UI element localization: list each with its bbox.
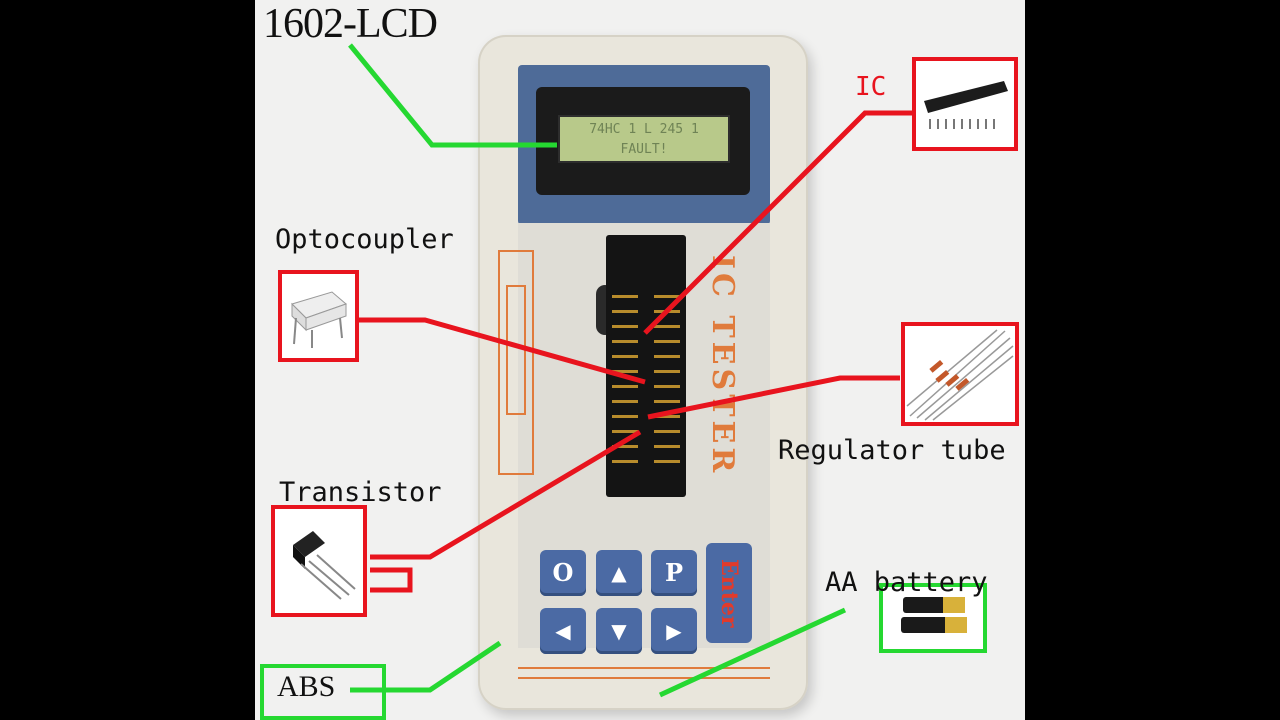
key-enter[interactable]: Enter: [706, 543, 752, 643]
zif-pin: [612, 370, 638, 373]
zif-pin: [654, 295, 680, 298]
label-abs: ABS: [277, 670, 336, 703]
zif-pin: [612, 385, 638, 388]
transistor-bracket: [370, 567, 413, 593]
key-right[interactable]: ▶: [651, 608, 697, 654]
label-transistor: Transistor: [279, 477, 442, 508]
lcd-bezel: 74HC 1 L 245 1 FAULT!: [536, 87, 750, 195]
abs-callout-box: [260, 664, 386, 720]
optocoupler-connector-line: [355, 317, 646, 385]
zener-diode-icon: [906, 329, 1014, 421]
zif-pin: [654, 415, 680, 418]
key-o[interactable]: O: [540, 550, 586, 596]
lcd-line-1: 74HC 1 L 245 1: [589, 122, 699, 137]
label-optocoupler: Optocoupler: [275, 224, 454, 255]
zif-pin: [612, 340, 638, 343]
zif-pin: [654, 430, 680, 433]
key-up[interactable]: ▲: [596, 550, 642, 596]
dip-ic-chip-icon: [924, 81, 1008, 129]
orange-divider: [518, 677, 770, 679]
zif-pin: [612, 400, 638, 403]
ic-connector-line: [643, 110, 915, 335]
zif-pin: [654, 340, 680, 343]
zif-pin: [612, 325, 638, 328]
key-left[interactable]: ◀: [540, 608, 586, 654]
aa-battery-icon: [901, 597, 967, 633]
display-faceplate: 74HC 1 L 245 1 FAULT!: [518, 65, 770, 225]
zif-pin: [612, 445, 638, 448]
zif-pin: [612, 310, 638, 313]
transistor-callout-box: [271, 505, 367, 617]
optocoupler-icon: [291, 291, 347, 348]
zif-pin: [654, 400, 680, 403]
callout-lines: [348, 43, 915, 698]
brand-text: IC TESTER: [705, 255, 740, 477]
battery-connector-line: [658, 607, 847, 698]
lcd-connector-line: [348, 43, 557, 148]
orange-divider: [518, 667, 770, 669]
regulator-callout-box: [901, 322, 1019, 426]
ic-callout-box: [912, 57, 1018, 151]
zif-pin: [654, 325, 680, 328]
zif-pin: [654, 370, 680, 373]
to92-transistor-icon: [293, 531, 356, 600]
optocoupler-callout-box: [278, 270, 359, 362]
zif-pin: [654, 385, 680, 388]
zif-pin: [612, 415, 638, 418]
chip-outline-decoration: [498, 250, 534, 475]
abs-connector-line: [350, 640, 502, 693]
regulator-connector-line: [647, 375, 900, 420]
zif-pin: [654, 445, 680, 448]
zif-pin: [654, 460, 680, 463]
transistor-connector-line: [370, 429, 642, 560]
label-ic: IC: [855, 72, 887, 102]
zif-socket: [606, 235, 686, 497]
key-down[interactable]: ▼: [596, 608, 642, 654]
zif-pin: [612, 430, 638, 433]
label-regulator-tube: Regulator tube: [778, 435, 1006, 466]
lcd-screen: 74HC 1 L 245 1 FAULT!: [558, 115, 730, 163]
zif-pin: [612, 355, 638, 358]
ic-tester-device: 74HC 1 L 245 1 FAULT! IC TESTER O ▲ P ◀ …: [478, 35, 808, 710]
zif-pin: [612, 295, 638, 298]
label-1602-lcd: 1602-LCD: [263, 1, 438, 47]
label-aa-battery: AA battery: [825, 567, 988, 598]
lcd-line-2: FAULT!: [620, 142, 668, 157]
battery-callout-box: [879, 583, 987, 653]
photo-canvas: 74HC 1 L 245 1 FAULT! IC TESTER O ▲ P ◀ …: [255, 0, 1025, 720]
key-p[interactable]: P: [651, 550, 697, 596]
zif-pin: [654, 355, 680, 358]
zif-pin: [612, 460, 638, 463]
